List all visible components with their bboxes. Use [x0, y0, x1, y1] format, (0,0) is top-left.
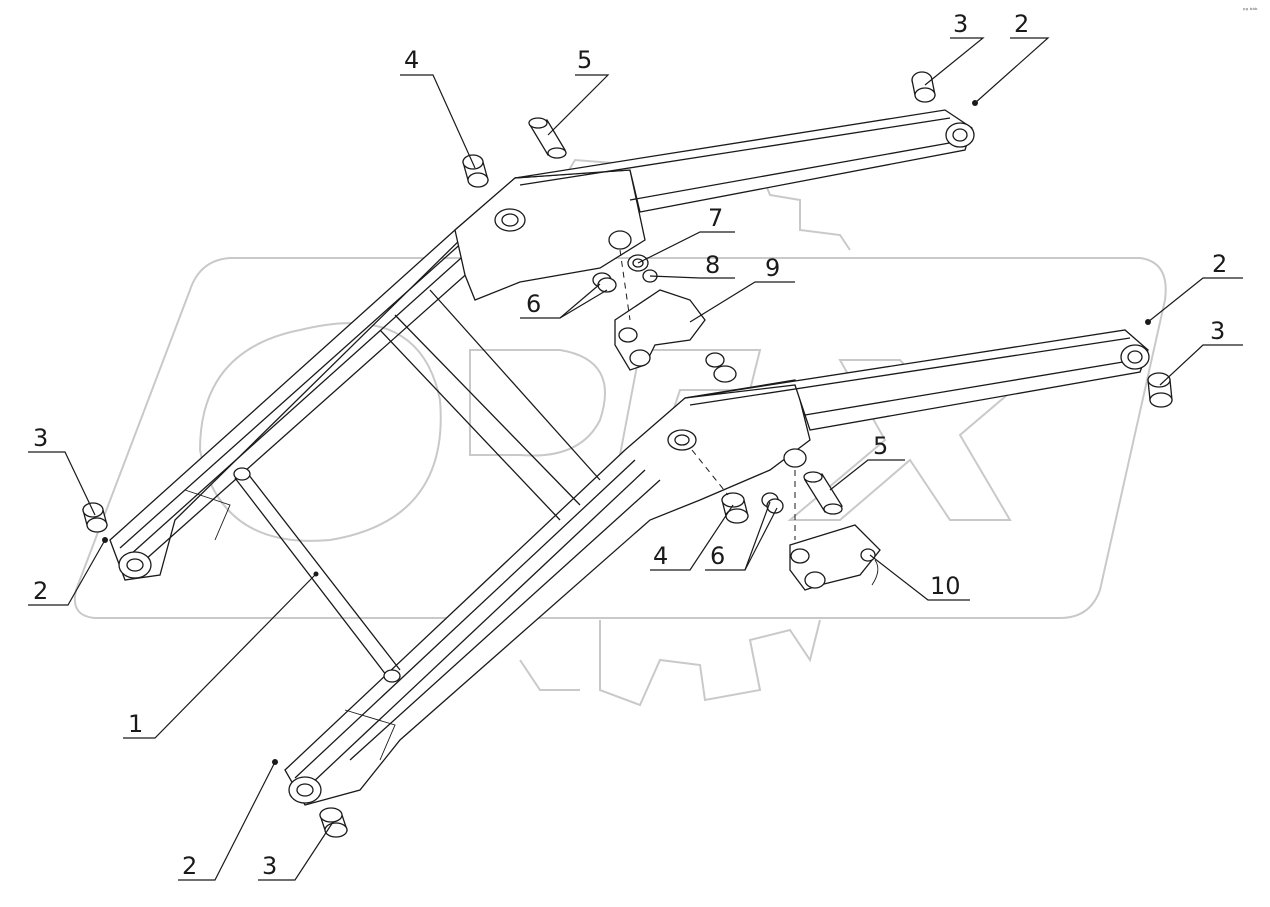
callout-2-left: 2 — [33, 577, 48, 605]
watermark-logo — [73, 158, 1167, 707]
callout-7: 7 — [708, 204, 723, 232]
callout-3-right: 3 — [1210, 317, 1225, 345]
callout-2-right: 2 — [1212, 250, 1227, 278]
callout-3-left: 3 — [33, 424, 48, 452]
callout-10: 10 — [930, 572, 961, 600]
bushing-part-3-topright — [911, 71, 936, 103]
callout-3-bottom: 3 — [262, 852, 277, 880]
callout-3-topright: 3 — [953, 10, 968, 38]
washer-part-6-top — [592, 272, 617, 293]
pin-part-5-mid — [803, 471, 843, 515]
bushing-part-4-top — [462, 154, 489, 188]
callout-5-top: 5 — [577, 46, 592, 74]
bushing-part-4-mid — [721, 492, 749, 524]
callout-4-top: 4 — [404, 46, 419, 74]
bushing-part-3-bottom — [319, 807, 348, 838]
page-mark: ᵖᵍ ᵇᵇᵇ — [1243, 7, 1258, 14]
plate-part-9 — [614, 289, 706, 371]
frame-part-1 — [109, 109, 1150, 806]
washer-part-6-mid — [761, 492, 784, 514]
washers-lower — [705, 352, 737, 383]
callout-2-bottom: 2 — [182, 852, 197, 880]
pin-part-5-top — [528, 117, 567, 159]
callout-5-mid: 5 — [873, 432, 888, 460]
bushing-part-3-right — [1147, 372, 1173, 408]
callout-1: 1 — [128, 710, 143, 738]
callouts: 4 5 3 2 7 8 9 6 2 3 3 2 5 — [28, 10, 1243, 881]
callout-9: 9 — [765, 254, 780, 282]
callout-2-topright: 2 — [1014, 10, 1029, 38]
bushing-part-3-left — [82, 502, 108, 533]
assembly-axes — [619, 249, 796, 540]
callout-6-top: 6 — [526, 290, 541, 318]
callout-8: 8 — [705, 251, 720, 279]
plate-part-10 — [789, 524, 881, 591]
callout-6-mid: 6 — [710, 542, 725, 570]
callout-4-mid: 4 — [653, 542, 668, 570]
